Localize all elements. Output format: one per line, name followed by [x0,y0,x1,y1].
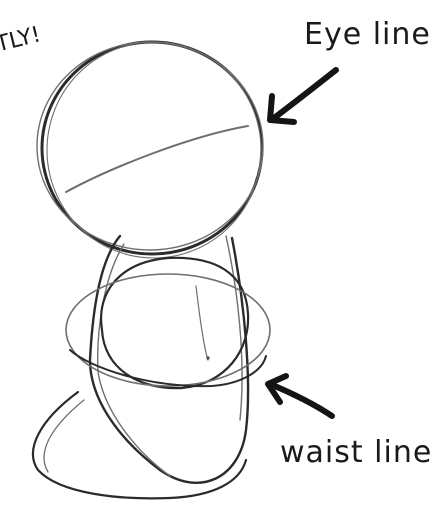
top-fragment-text: TLY! [0,22,43,57]
head-circle [37,42,263,258]
eye-line-label: Eye line [304,17,431,52]
waist-line-label: waist line [280,435,432,470]
torso-sketch [33,236,270,498]
eye-line-arrow-icon [270,70,336,122]
waist-line-arrow-icon [268,376,332,416]
